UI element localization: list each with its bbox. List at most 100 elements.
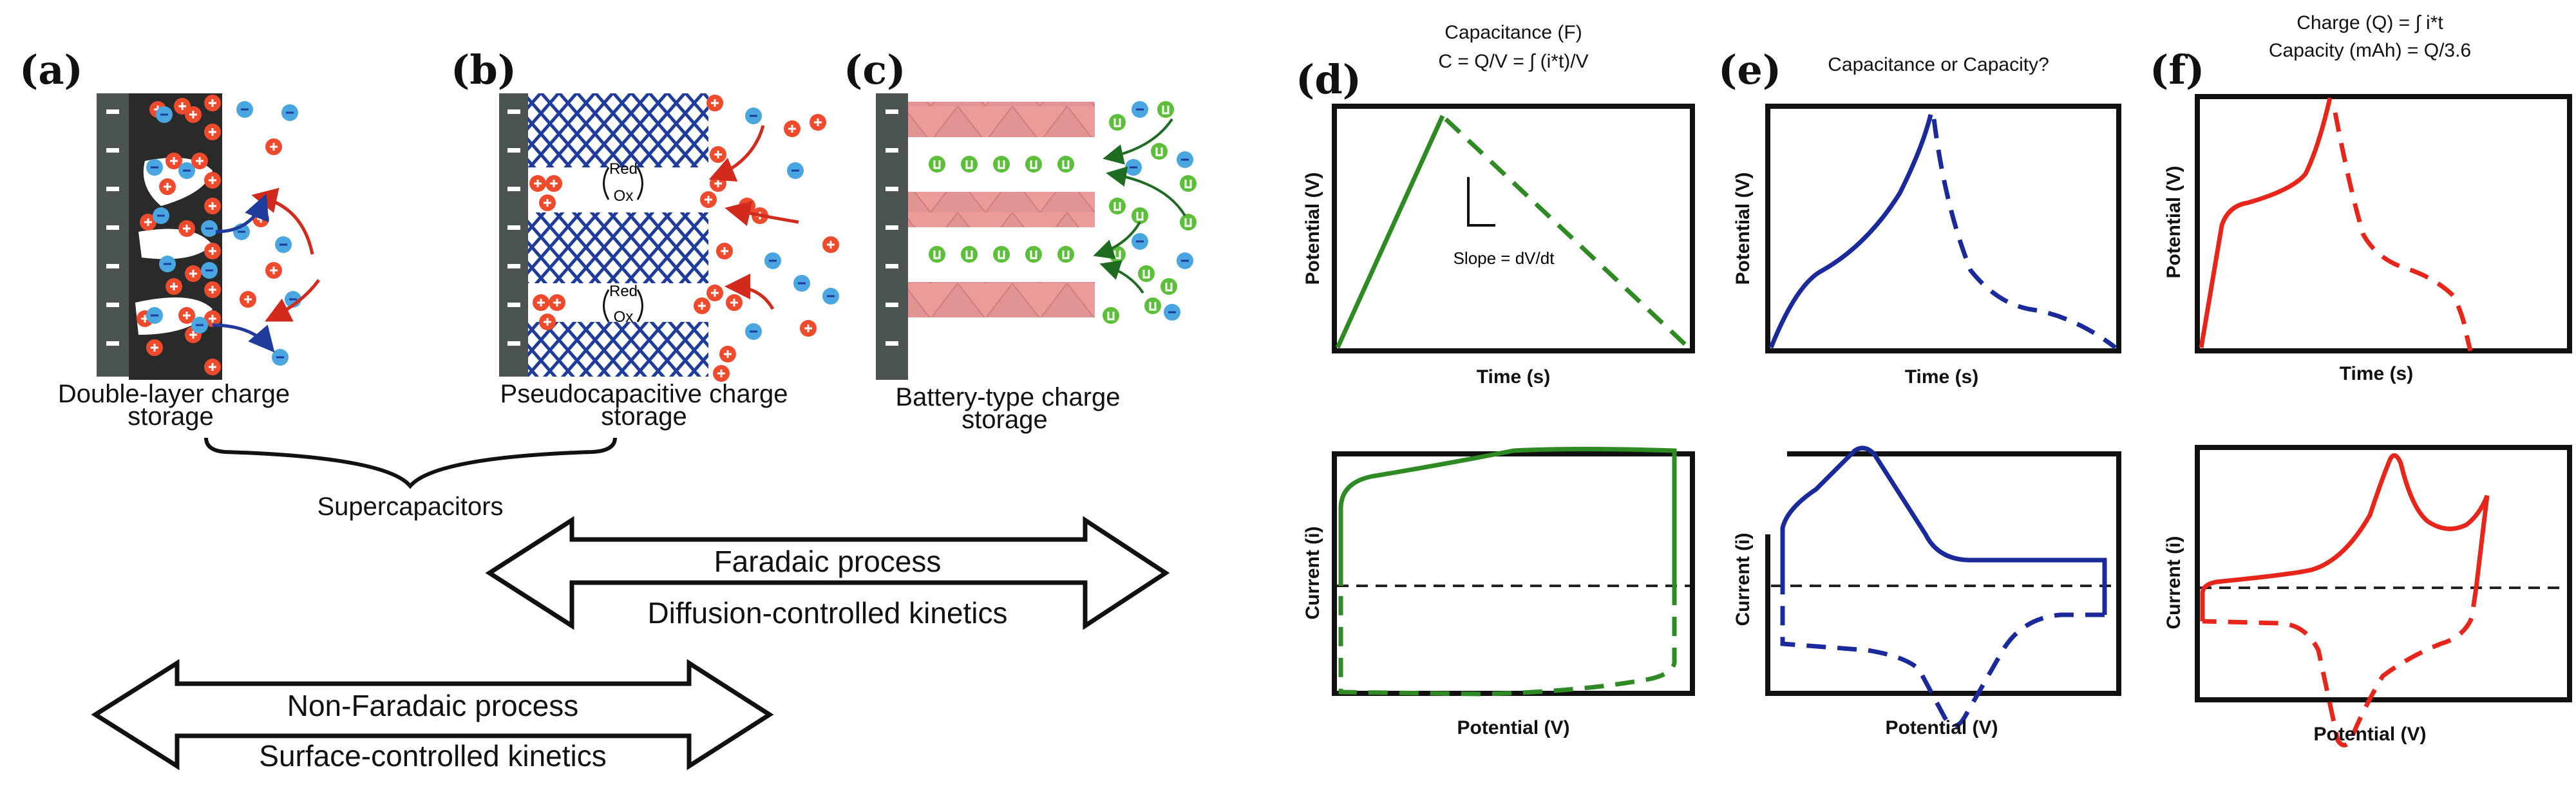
cation-ion-icon (204, 359, 221, 375)
plot-frame (1765, 104, 2121, 353)
anodic-curve (2200, 453, 2490, 621)
electrode-charge-mark (507, 303, 520, 307)
y-axis-label: Potential (V) (2163, 165, 2184, 278)
cation-arrow (708, 125, 765, 182)
anion-ion-icon (745, 323, 762, 340)
li-ion-icon (961, 246, 978, 263)
anion-ion-icon (156, 106, 173, 123)
lattice-layer (528, 322, 708, 377)
electrode-charge-mark (886, 187, 898, 191)
electrode-charge-mark (507, 264, 520, 268)
caption-b-line1: Pseudocapacitive charge (500, 380, 788, 408)
cation-ion-icon (191, 153, 208, 169)
battery-type-illustration (876, 93, 1197, 380)
x-axis-label: Potential (V) (1457, 717, 1569, 738)
li-arrow (1106, 166, 1186, 217)
x-axis-label: Time (s) (2340, 363, 2413, 384)
anion-ion-icon (146, 159, 163, 176)
li-arrow (1099, 260, 1144, 294)
li-ion-icon (1025, 246, 1042, 263)
supercapacitor-brace (204, 437, 617, 489)
electrode-charge-mark (507, 187, 520, 191)
host-slab-pattern (908, 192, 1095, 227)
cation-ion-icon (710, 175, 726, 192)
cation-ion-icon (204, 198, 221, 214)
cation-ion-icon (800, 320, 817, 337)
plot-frame (1332, 104, 1695, 353)
anion-ion-icon (1132, 233, 1148, 250)
cation-arrow (724, 200, 799, 227)
panel-label-a: (a) (19, 46, 83, 93)
plot-frame (1765, 451, 2121, 696)
cathodic-curve (1338, 586, 1677, 697)
electrode-charge-mark (507, 225, 520, 230)
anion-ion-icon (201, 220, 218, 237)
discharge-curve (1444, 117, 1690, 350)
li-ion-icon (1109, 114, 1126, 131)
plot-d-title-line1: Capacitance (F) (1444, 22, 1582, 43)
li-ion-icon (1160, 278, 1177, 295)
cation-ion-icon (185, 106, 202, 123)
plot-d-cv: Potential (V) Current (i) (1302, 447, 1695, 738)
caption-b-line2: storage (601, 402, 687, 431)
electrode-charge-mark (106, 225, 119, 230)
li-ion-icon (1180, 175, 1197, 192)
anion-ion-icon (178, 162, 195, 179)
pseudocapacitive-illustration: Red Ox Red Ox (499, 93, 839, 382)
li-ion-icon (993, 246, 1010, 263)
li-ion-icon (1103, 307, 1119, 324)
cation-ion-icon (204, 95, 221, 111)
electrode-charge-mark (886, 303, 898, 307)
y-axis-label: Potential (V) (1302, 172, 1323, 285)
cation-ion-icon (539, 314, 556, 330)
cation-ion-icon (185, 265, 202, 282)
cation-ion-icon (204, 281, 221, 298)
li-ion-icon (1132, 207, 1148, 224)
redox-red-label: Red (609, 160, 638, 178)
anion-ion-icon (191, 317, 208, 333)
diffusion-controlled-label: Diffusion-controlled kinetics (647, 596, 1007, 630)
caption-c-line1: Battery-type charge (895, 383, 1120, 411)
anion-ion-icon (236, 101, 253, 118)
anion-ion-icon (745, 108, 762, 124)
redox-cycle-arrows (603, 167, 643, 323)
li-ion-icon (1109, 198, 1126, 214)
y-axis-label: Current (i) (1732, 533, 1754, 626)
pores (135, 158, 213, 335)
charge-curve (1768, 114, 1933, 349)
lattice-layer (528, 212, 708, 283)
electrode-charge-mark (507, 109, 520, 114)
li-ion-icon (961, 156, 978, 173)
electrode-charge-mark (886, 225, 898, 230)
electrode-charge-mark (507, 341, 520, 346)
electrode-charge-mark (106, 264, 119, 268)
cation-ion-icon (706, 95, 723, 111)
cation-ion-icon (719, 346, 736, 362)
host-slab-pattern (908, 102, 1095, 137)
slope-annotation: Slope = dV/dt (1454, 249, 1555, 268)
cation-ion-icon (166, 278, 182, 295)
li-ion-icon (1180, 214, 1197, 230)
cation-ion-icon (545, 175, 562, 192)
plot-e-cv: Potential (V) Current (i) (1732, 446, 2121, 738)
cation-ion-icon (713, 365, 730, 382)
cation-ion-icon (822, 236, 839, 253)
x-axis-label: Time (s) (1477, 366, 1550, 388)
cation-ion-icon (240, 291, 256, 308)
li-ion-icon (1138, 265, 1155, 282)
cation-ion-icon (159, 178, 176, 195)
cation-arrow (265, 279, 321, 322)
cation-ion-icon (716, 243, 733, 259)
redox-ox-label: Ox (614, 187, 634, 205)
slope-triangle (1467, 177, 1495, 227)
anion-ion-icon (281, 104, 298, 121)
y-axis-label: Potential (V) (1732, 172, 1754, 285)
cation-ion-icon (726, 294, 743, 311)
electrode (499, 93, 528, 377)
cation-ion-icon (810, 114, 826, 131)
electrode-charge-mark (886, 341, 898, 346)
faradaic-process-label: Faradaic process (714, 545, 942, 578)
panel-label-b: (b) (451, 46, 516, 93)
charge-curve (1335, 115, 1445, 349)
discharge-curve (2333, 112, 2473, 352)
